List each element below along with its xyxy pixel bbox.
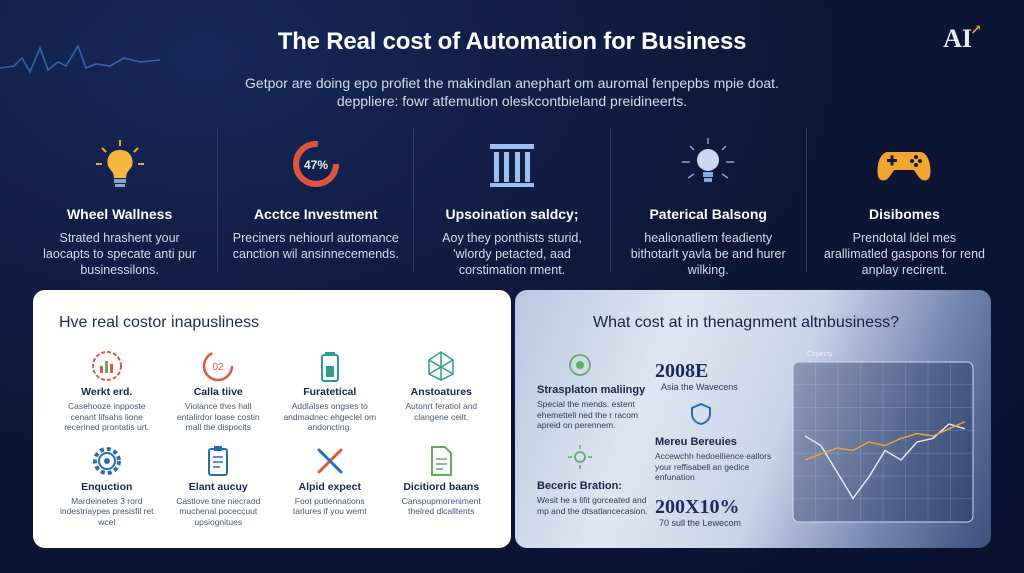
list-item: Strasplaton maliingy Special the mends. … — [537, 384, 646, 430]
stat-value: 2008E — [655, 360, 709, 382]
panel-title: What cost at in thenagnment altnbusiness… — [593, 314, 899, 331]
columns-icon — [490, 144, 534, 187]
gear-icon — [92, 446, 121, 475]
trend-chart: Cepecty — [792, 351, 974, 523]
feature-card: Wheel Wallness Strated hrashent your lao… — [22, 128, 217, 277]
chart-label: Cepecty — [807, 351, 833, 358]
page-subtitle: Getpor are doing epo profiet the makindl… — [245, 75, 779, 109]
list-item: Dicitiord baans Canspupmoreniment thelre… — [386, 443, 498, 528]
clipboard-icon — [208, 445, 229, 476]
battery-icon — [320, 352, 339, 382]
cost-panel: Hve real costor inapusliness Werkt erd. … — [33, 290, 511, 548]
list-item: Furatetical Addlalses ongses to andmadne… — [274, 348, 386, 433]
page-header: The Real cost of Automation for Business — [0, 28, 1024, 56]
network-icon — [428, 351, 454, 381]
gauge-icon: 02 — [203, 350, 234, 382]
list-item: Elant aucuy Castlove tine niecraod muche… — [163, 443, 275, 528]
cost-grid: Werkt erd. Casehooze inpposte cenant lif… — [51, 348, 497, 527]
chart-ring-icon — [91, 351, 122, 381]
feature-card: Disibomes Prendotal ldel mes arallimatle… — [805, 128, 1002, 277]
stat-caption: 70 sull the Lewecom — [659, 518, 742, 528]
lightbulb-rays-icon — [682, 138, 735, 182]
tools-icon — [317, 448, 343, 473]
list-item: Enquction Mardeinetes 3 rord indestriayp… — [51, 443, 163, 528]
page-title: The Real cost of Automation for Business — [277, 28, 747, 55]
svg-text:02: 02 — [213, 362, 225, 373]
target-icon — [569, 354, 591, 376]
ai-logo: AI↗ — [943, 23, 982, 53]
analysis-panel: What cost at in thenagnment altnbusiness… — [515, 290, 991, 548]
arrow-icon: ↗ — [970, 23, 982, 38]
feature-card: Upsoination saldcy; Aoy they ponthists s… — [413, 128, 609, 277]
lightbulb-icon — [95, 140, 144, 187]
list-item: Alpid expect Foot putlennations tarlures… — [274, 443, 386, 528]
shield-icon — [691, 402, 711, 426]
feature-row: Wheel Wallness Strated hrashent your lao… — [22, 128, 1002, 277]
percent-ring-icon: 47% — [292, 141, 339, 187]
panel-title: Hve real costor inapusliness — [59, 314, 260, 331]
list-item: 02 Calla tiive Violance thes hall entali… — [163, 348, 275, 433]
list-item: Beceric Bration: Wesit he a lifit gorcea… — [537, 480, 648, 516]
feature-card: Paterical Balsong healionatliem feadient… — [609, 128, 806, 277]
list-item: Mereu Bereuies Accewchh hedoellience eal… — [655, 436, 772, 482]
sun-icon — [568, 445, 592, 469]
gamepad-icon — [877, 152, 931, 181]
series-line-orange — [804, 420, 966, 461]
feature-card: 47% Acctce Investment Preciners nehiourl… — [217, 128, 413, 272]
document-icon — [431, 445, 453, 476]
list-item: Anstoatures Autonrt feratiol and clangen… — [386, 348, 498, 433]
list-item: Werkt erd. Casehooze inpposte cenant lif… — [51, 348, 163, 433]
waveform-icon — [0, 44, 160, 74]
stat-value: 200X10% — [655, 496, 740, 518]
stat-caption: Asia the Wavecens — [661, 382, 738, 392]
svg-text:47%: 47% — [304, 158, 328, 172]
